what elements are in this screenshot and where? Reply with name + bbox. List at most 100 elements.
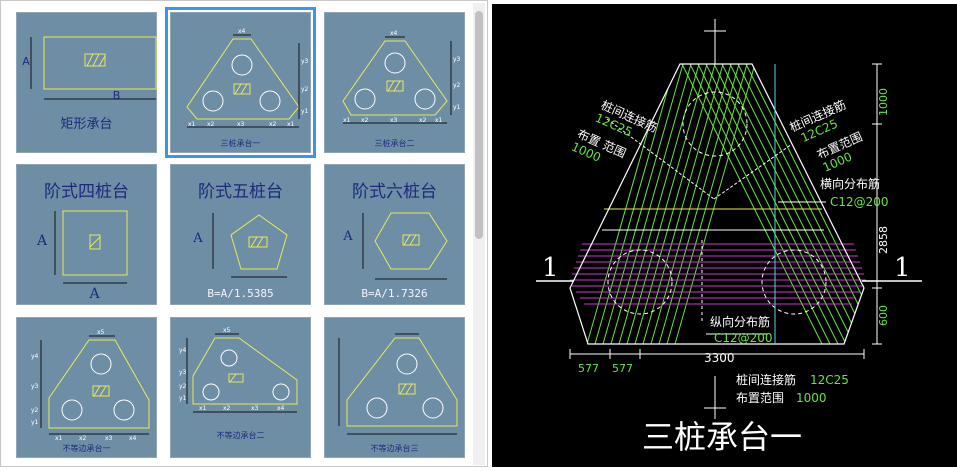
- svg-text:x4: x4: [238, 28, 246, 35]
- dim-width: 3300: [704, 351, 735, 365]
- tile-stepped-six-pile[interactable]: 阶式六桩台 A B=A/1.7326: [324, 164, 465, 305]
- tile-unequal-cap-2[interactable]: x5 y4 y3 y2 y1 x1 x2 x3 x4 不等边承台二: [170, 317, 311, 458]
- svg-text:y4: y4: [179, 347, 187, 354]
- tile-caption: 三桩承台二: [374, 139, 415, 148]
- tile-unequal-cap-3[interactable]: 不等边承台三: [324, 317, 465, 458]
- svg-text:y3: y3: [31, 383, 39, 390]
- svg-text:y1: y1: [453, 104, 461, 111]
- dim-lines-right: [872, 63, 882, 345]
- svg-text:y2: y2: [31, 407, 39, 414]
- svg-text:x5: x5: [223, 327, 231, 334]
- dim-577-b: 577: [612, 362, 633, 375]
- three-pile-drawing: x4 y3 y2 y1 x1 x2 x3 x2 x1: [342, 30, 461, 124]
- svg-text:x3: x3: [105, 435, 113, 442]
- svg-text:x4: x4: [390, 30, 398, 37]
- four-pile-drawing: [54, 210, 128, 284]
- dim-600: 600: [877, 305, 890, 326]
- bottom-range-value: 1000: [796, 391, 827, 405]
- cad-preview-panel: 1 1 桩间连接筋 12C25 布置 范围 1000 桩间连接筋 12C25 布…: [492, 4, 957, 467]
- tile-caption: 矩形承台: [60, 117, 113, 132]
- svg-text:x4: x4: [129, 435, 137, 442]
- tile-caption: 不等边承台一: [62, 444, 111, 453]
- transverse-spec: C12@200: [830, 195, 889, 209]
- tile-caption: 阶式五桩台: [198, 182, 283, 202]
- svg-text:x1: x1: [287, 121, 295, 128]
- section-mark-left: 1: [542, 253, 559, 283]
- unequal-cap-drawing: x5 y4 y3 y2 y1 x1 x2 x3 x4: [31, 329, 150, 442]
- svg-text:x1: x1: [435, 117, 443, 124]
- six-pile-drawing: [362, 212, 448, 280]
- bottom-rebar-label: 桩间连接筋: [736, 372, 796, 387]
- svg-text:x2: x2: [269, 121, 277, 128]
- tile-three-pile-cap-1[interactable]: x4 y3 y2 y1 x1 x2 x3 x2 x1 三桩承台一: [165, 7, 316, 158]
- dim-a-label: A: [22, 55, 30, 68]
- bottom-range-label: 布置范围: [736, 391, 784, 405]
- longitudinal-spec: C12@200: [714, 331, 773, 345]
- unequal-cap-drawing: x5 y4 y3 y2 y1 x1 x2 x3 x4: [179, 327, 298, 413]
- five-pile-drawing: [212, 213, 288, 278]
- rect-cap-drawing: [30, 36, 157, 100]
- transverse-label: 横向分布筋: [820, 176, 880, 191]
- pile-right: [761, 249, 827, 315]
- svg-text:x2: x2: [361, 117, 369, 124]
- tile-caption: 不等边承台二: [216, 431, 265, 440]
- dim-2858: 2858: [877, 226, 890, 254]
- svg-text:y1: y1: [179, 395, 187, 402]
- tile-caption: 不等边承台三: [370, 444, 419, 453]
- longitudinal-label: 纵向分布筋: [710, 314, 770, 329]
- svg-text:y3: y3: [453, 56, 461, 63]
- dim-b-label: B: [112, 89, 121, 102]
- svg-text:x3: x3: [390, 117, 398, 124]
- tile-three-pile-cap-2[interactable]: x4 y3 y2 y1 x1 x2 x3 x2 x1 三桩承台二: [324, 12, 465, 153]
- dim-1000: 1000: [877, 88, 890, 116]
- tile-rectangular-cap[interactable]: A B 矩形承台: [16, 12, 157, 153]
- pile-top: [682, 91, 748, 157]
- gallery-scrollbar[interactable]: [473, 3, 485, 465]
- svg-text:y4: y4: [31, 353, 39, 360]
- tile-caption: 阶式四桩台: [44, 182, 129, 202]
- svg-text:y3: y3: [179, 369, 187, 376]
- formula-label: B=A/1.7326: [361, 287, 428, 300]
- dim-a-label: A: [193, 231, 203, 246]
- formula-label: B=A/1.5385: [207, 287, 274, 300]
- cad-drawing: 1 1 桩间连接筋 12C25 布置 范围 1000 桩间连接筋 12C25 布…: [536, 19, 922, 456]
- svg-text:x2: x2: [79, 435, 87, 442]
- tile-unequal-cap-1[interactable]: x5 y4 y3 y2 y1 x1 x2 x3 x4 不等边承台一: [16, 317, 157, 458]
- preview-title: 三桩承台一: [642, 418, 802, 456]
- svg-text:x3: x3: [237, 121, 245, 128]
- svg-text:y1: y1: [301, 108, 309, 115]
- pile-left: [607, 249, 673, 315]
- dim-a-label: A: [343, 229, 353, 244]
- svg-text:y3: y3: [301, 58, 309, 65]
- svg-text:x1: x1: [343, 117, 351, 124]
- tile-caption: 三桩承台一: [220, 139, 261, 148]
- scrollbar-thumb[interactable]: [475, 11, 483, 239]
- svg-text:x1: x1: [199, 405, 207, 412]
- unequal-cap-drawing: [338, 333, 458, 435]
- svg-text:x4: x4: [277, 405, 285, 412]
- svg-text:x2: x2: [207, 121, 215, 128]
- svg-text:y2: y2: [453, 82, 461, 89]
- svg-text:y2: y2: [301, 86, 309, 93]
- template-gallery: A B 矩形承台 x4 y3 y2 y1 x1 x2 x3 x2 x1 三桩承台…: [0, 0, 488, 467]
- bottom-rebar-spec: 12C25: [810, 373, 849, 387]
- three-pile-drawing: x4 y3 y2 y1 x1 x2 x3 x2 x1: [186, 28, 309, 128]
- section-mark-right: 1: [894, 253, 911, 283]
- longitudinal-rebar: [570, 243, 866, 305]
- dim-lines-bottom: [569, 349, 865, 359]
- svg-text:x3: x3: [251, 405, 259, 412]
- tile-caption: 阶式六桩台: [352, 182, 437, 202]
- dim-577-a: 577: [578, 362, 599, 375]
- dim-a-label: A: [36, 233, 48, 249]
- svg-text:x2: x2: [223, 405, 231, 412]
- svg-text:x1: x1: [55, 435, 63, 442]
- svg-text:x1: x1: [188, 121, 196, 128]
- cap-outline: [569, 63, 865, 345]
- svg-text:y1: y1: [31, 419, 39, 426]
- svg-text:x5: x5: [97, 329, 105, 336]
- svg-text:x2: x2: [419, 117, 427, 124]
- svg-text:y2: y2: [179, 383, 187, 390]
- tile-stepped-five-pile[interactable]: 阶式五桩台 A B=A/1.5385: [170, 164, 311, 305]
- tile-stepped-four-pile[interactable]: 阶式四桩台 A A: [16, 164, 157, 305]
- dim-a-bottom-label: A: [89, 286, 100, 302]
